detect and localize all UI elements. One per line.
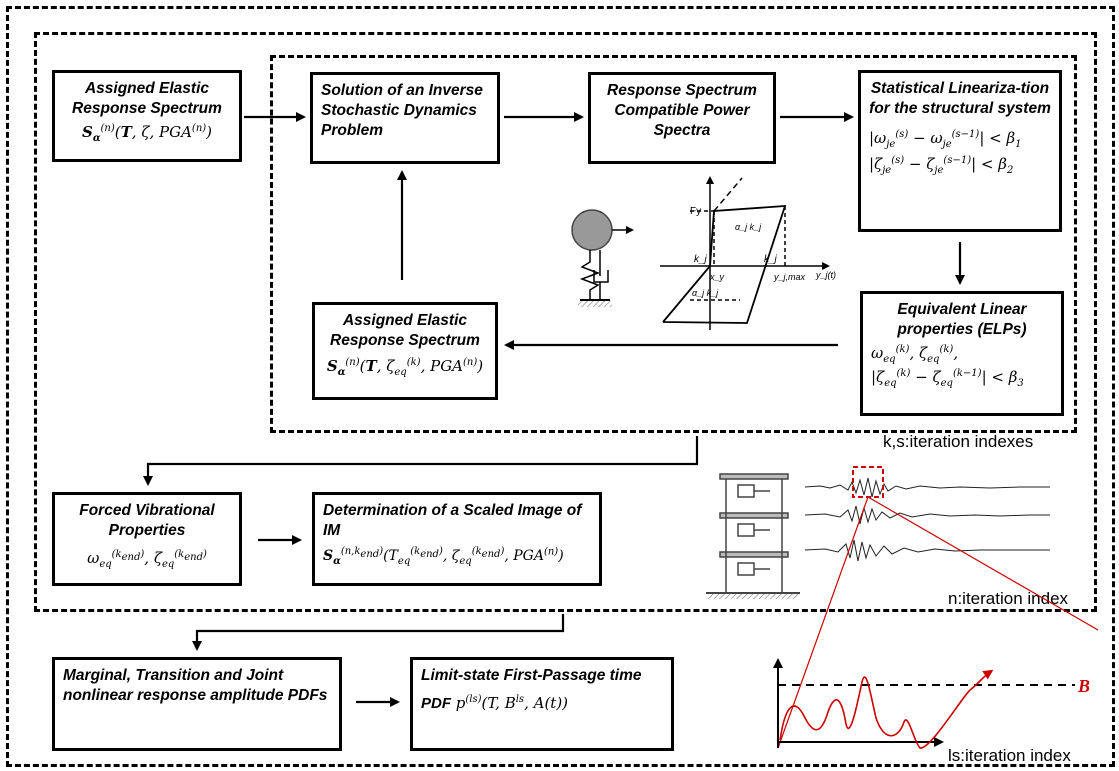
assigned-elastic-formula: Sα(n)(T, ζ, PGA(n)) (81, 123, 213, 144)
svg-text:Fy: Fy (690, 206, 701, 217)
svg-text:α_j k_j: α_j k_j (735, 222, 762, 232)
accelerogram-1 (804, 477, 1050, 498)
equivalent-linear-formula-2: |ζeq(k) − ζeq(k−1)| < β3 (871, 368, 1024, 389)
accelerogram-3 (804, 539, 1050, 562)
svg-text:α_j k_j: α_j k_j (692, 288, 719, 298)
assigned-elastic-spectrum-k-box: Assigned Elastic Response Spectrum Sα(n)… (312, 302, 498, 400)
compatible-spectra-box: Response Spectrum Compatible Power Spect… (588, 72, 776, 164)
svg-text:k_j: k_j (764, 254, 778, 265)
equivalent-linear-box: Equivalent Linear properties (ELPs) ωeq(… (860, 291, 1064, 416)
first-passage-plot (773, 658, 1075, 749)
scaled-image-box: Determination of a Scaled Image of IM Sα… (312, 492, 602, 586)
statistical-linearization-formula-2: |ζje(s) − ζje(s−1)| < β2 (869, 155, 1014, 176)
marginal-pdfs-title: Marginal, Transition and Joint nonlinear… (63, 667, 328, 704)
inverse-problem-title: Solution of an Inverse Stochastic Dynami… (321, 82, 483, 139)
equivalent-linear-title: Equivalent Linear properties (ELPs) (897, 301, 1027, 338)
statistical-linearization-box: Statistical Lineariza-tion for the struc… (858, 70, 1062, 232)
scaled-image-formula: Sα(n,kend)(Teq(kend), ζeq(kend), PGA(n)) (323, 546, 564, 567)
statistical-linearization-formula-1: |ωje(s) − ωje(s−1)| < β1 (869, 129, 1022, 150)
arrow-ks-to-box7 (143, 436, 699, 486)
zoom-line-right (867, 496, 1099, 631)
response-amplitude-curve (779, 669, 994, 749)
hysteresis-loop-icon (660, 176, 830, 330)
outer-frame (6, 6, 1115, 767)
svg-text:k_j: k_j (694, 254, 708, 265)
forced-vibrational-title: Forced Vibrational Properties (79, 502, 215, 539)
scaled-image-title: Determination of a Scaled Image of IM (323, 502, 582, 539)
ks-iteration-label: k,s:iteration indexes (883, 432, 1034, 451)
assigned-elastic-k-title: Assigned Elastic Response Spectrum (330, 312, 480, 349)
first-passage-formula: PDF p(ls)(T, Bls, A(t)) (421, 694, 569, 712)
ls-iteration-label: ls:iteration index (948, 746, 1071, 765)
zoom-line-left (777, 496, 869, 749)
n-iteration-label: n:iteration index (948, 589, 1069, 608)
hysteresis-labels: Fy k_j k_j α_j k_j α_j k_j x_y y_j,max y… (690, 206, 836, 298)
highlight-window (852, 466, 884, 498)
svg-text:y_j(t): y_j(t) (815, 270, 836, 280)
assigned-elastic-spectrum-box: Assigned Elastic Response Spectrum Sα(n)… (52, 70, 242, 162)
ks-iteration-frame (270, 55, 1077, 433)
compatible-spectra-title: Response Spectrum Compatible Power Spect… (607, 82, 757, 139)
accelerograms (804, 477, 1050, 562)
assigned-elastic-k-formula: Sα(n)(T, ζeq(k), PGA(n)) (326, 357, 484, 378)
arrow-n-to-box9 (192, 614, 565, 651)
inverse-problem-box: Solution of an Inverse Stochastic Dynami… (310, 72, 500, 164)
statistical-linearization-title: Statistical Lineariza-tion for the struc… (869, 80, 1051, 117)
forced-vibrational-formula: ωeq(kend), ζeq(kend) (87, 549, 207, 570)
accelerogram-2 (804, 505, 1050, 525)
first-passage-box: Limit-state First-Passage time PDF p(ls)… (410, 657, 674, 751)
marginal-pdfs-box: Marginal, Transition and Joint nonlinear… (52, 657, 342, 751)
equivalent-linear-formula-1: ωeq(k), ζeq(k), (871, 344, 959, 365)
building-icon (706, 473, 800, 599)
svg-text:y_j,max: y_j,max (773, 272, 806, 282)
n-iteration-frame (34, 32, 1097, 612)
first-passage-title: Limit-state First-Passage time (421, 667, 642, 684)
threshold-label: B (1077, 676, 1090, 696)
forced-vibrational-box: Forced Vibrational Properties ωeq(kend),… (52, 492, 242, 586)
flow-arrows (143, 112, 965, 707)
svg-text:x_y: x_y (709, 272, 725, 282)
oscillator-icon (571, 209, 634, 307)
assigned-elastic-title: Assigned Elastic Response Spectrum (72, 80, 222, 117)
